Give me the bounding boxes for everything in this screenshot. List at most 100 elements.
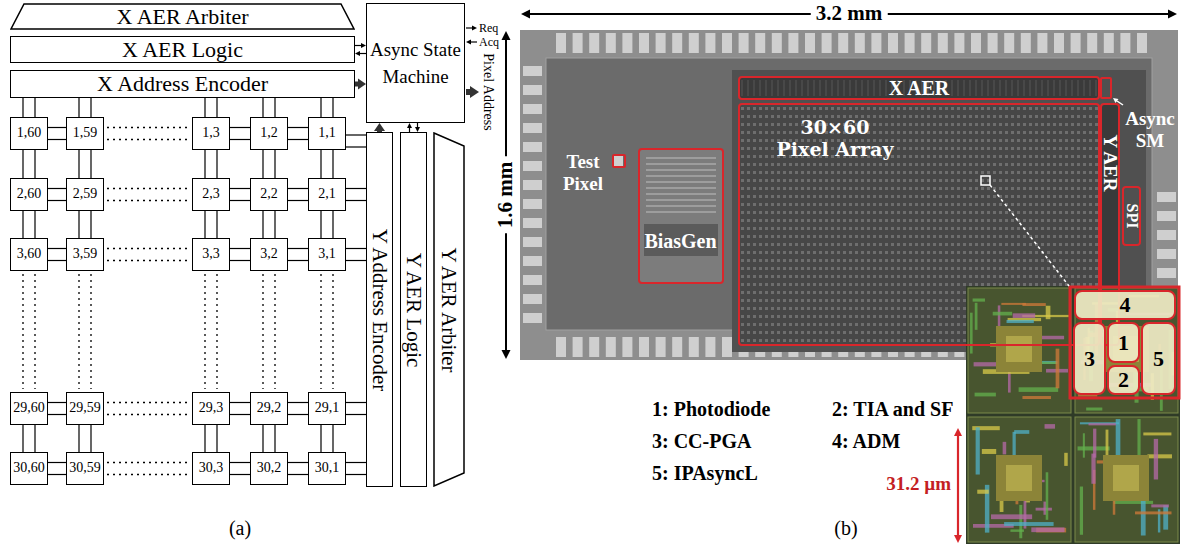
wire-connector [346, 189, 366, 201]
pixel-box: 2,1 [308, 178, 346, 211]
pixel-box: 29,59 [66, 392, 104, 425]
wire-connector [23, 211, 35, 238]
wire [78, 425, 79, 452]
dotted-wire [107, 260, 189, 261]
bond-pad [556, 337, 566, 357]
wire [346, 402, 366, 403]
region-outline [1100, 77, 1112, 99]
wire-connector [230, 189, 250, 201]
layout-trace [1013, 313, 1036, 318]
block-label: 29,59 [69, 400, 101, 416]
aer-texture [1000, 80, 1001, 96]
wire [78, 98, 79, 117]
pixel-box: 1,1 [308, 117, 346, 150]
pixel-box: 2,3 [192, 178, 230, 211]
pixel-box: 2,59 [66, 178, 104, 211]
layout-trace [1163, 505, 1168, 529]
pixel-box: 1,2 [250, 117, 288, 150]
aer-texture [856, 80, 857, 96]
bond-pad [705, 33, 715, 53]
die-photo [520, 30, 1178, 360]
pixel-box: 3,2 [250, 238, 288, 271]
layout-trace [1045, 424, 1055, 429]
aer-texture [790, 80, 791, 96]
bond-pad [589, 33, 599, 53]
aer-texture [874, 80, 875, 96]
wire-connector [355, 79, 366, 90]
layout-trace [1022, 396, 1050, 399]
aer-texture [952, 80, 953, 96]
layout-trace [1056, 349, 1060, 389]
arrow-head [407, 123, 412, 128]
wire-connector [346, 249, 366, 261]
pixel-box: 30,3 [192, 452, 230, 485]
layout-trace [982, 449, 996, 454]
wire [22, 98, 23, 117]
dotted-wire [107, 127, 189, 128]
aer-texture [802, 80, 803, 96]
dotted-wire [90, 274, 91, 389]
layout-trace [1019, 505, 1022, 538]
pixel-box: 29,60 [10, 392, 48, 425]
block-label: 1,1 [318, 125, 336, 141]
wire [288, 200, 308, 201]
wire [346, 188, 366, 189]
callout-number: 3 [1073, 322, 1106, 395]
bond-pad [639, 337, 649, 357]
wire [332, 425, 333, 452]
layout-trace [1010, 529, 1024, 531]
block-label: 30×60 Pixel Array [775, 117, 895, 161]
aer-texture [1060, 80, 1061, 96]
bond-pad [1157, 230, 1176, 240]
aer-texture [1036, 80, 1037, 96]
dimension-label: 3.2 mm [811, 2, 888, 25]
wire [48, 402, 66, 403]
aer-texture [1042, 80, 1043, 96]
aer-texture [1084, 80, 1085, 96]
wire [34, 98, 35, 117]
bond-pad [656, 337, 666, 357]
bond-pad [523, 237, 542, 247]
key-entry: 1: Photodiode [652, 398, 770, 420]
aer-texture [880, 80, 881, 96]
bond-pad [755, 33, 765, 53]
arrow-head [954, 535, 962, 543]
biasgen-texture [646, 193, 716, 195]
bond-pad [523, 294, 542, 304]
pixel-box: 30,2 [250, 452, 288, 485]
callout-number: 4 [1120, 292, 1131, 317]
block-label: Async SM [1124, 108, 1176, 152]
wire [332, 211, 333, 238]
wire [230, 402, 250, 403]
bus-line [355, 82, 358, 87]
wire [288, 474, 308, 475]
panel-label: (a) [229, 517, 251, 539]
bond-pad [622, 33, 632, 53]
wire-connector [48, 463, 66, 475]
bond-pad [871, 33, 881, 53]
wire [346, 248, 366, 249]
bond-pad [689, 337, 699, 357]
signal-arrow [466, 27, 472, 28]
wire [274, 98, 275, 117]
aer-texture [1096, 80, 1097, 96]
bond-pad [573, 33, 583, 53]
aer-strip [740, 78, 1098, 98]
layout-cell [968, 417, 1071, 542]
pixel-box: 2,2 [250, 178, 288, 211]
dotted-wire [320, 274, 321, 389]
bond-pad [788, 33, 798, 53]
wire-connector [23, 98, 35, 117]
block-label: Async State Machine [367, 36, 464, 91]
aer-texture [814, 80, 815, 96]
block-label: 30,60 [13, 460, 45, 476]
aer-texture [784, 80, 785, 96]
bond-pad [1054, 33, 1064, 53]
dotted-wire [107, 402, 189, 403]
layout-cell [968, 288, 1071, 413]
biasgen-texture [646, 211, 716, 213]
wire-connector [230, 463, 250, 475]
bond-pad [739, 33, 749, 53]
aer-texture [988, 80, 989, 96]
wire [230, 248, 250, 249]
